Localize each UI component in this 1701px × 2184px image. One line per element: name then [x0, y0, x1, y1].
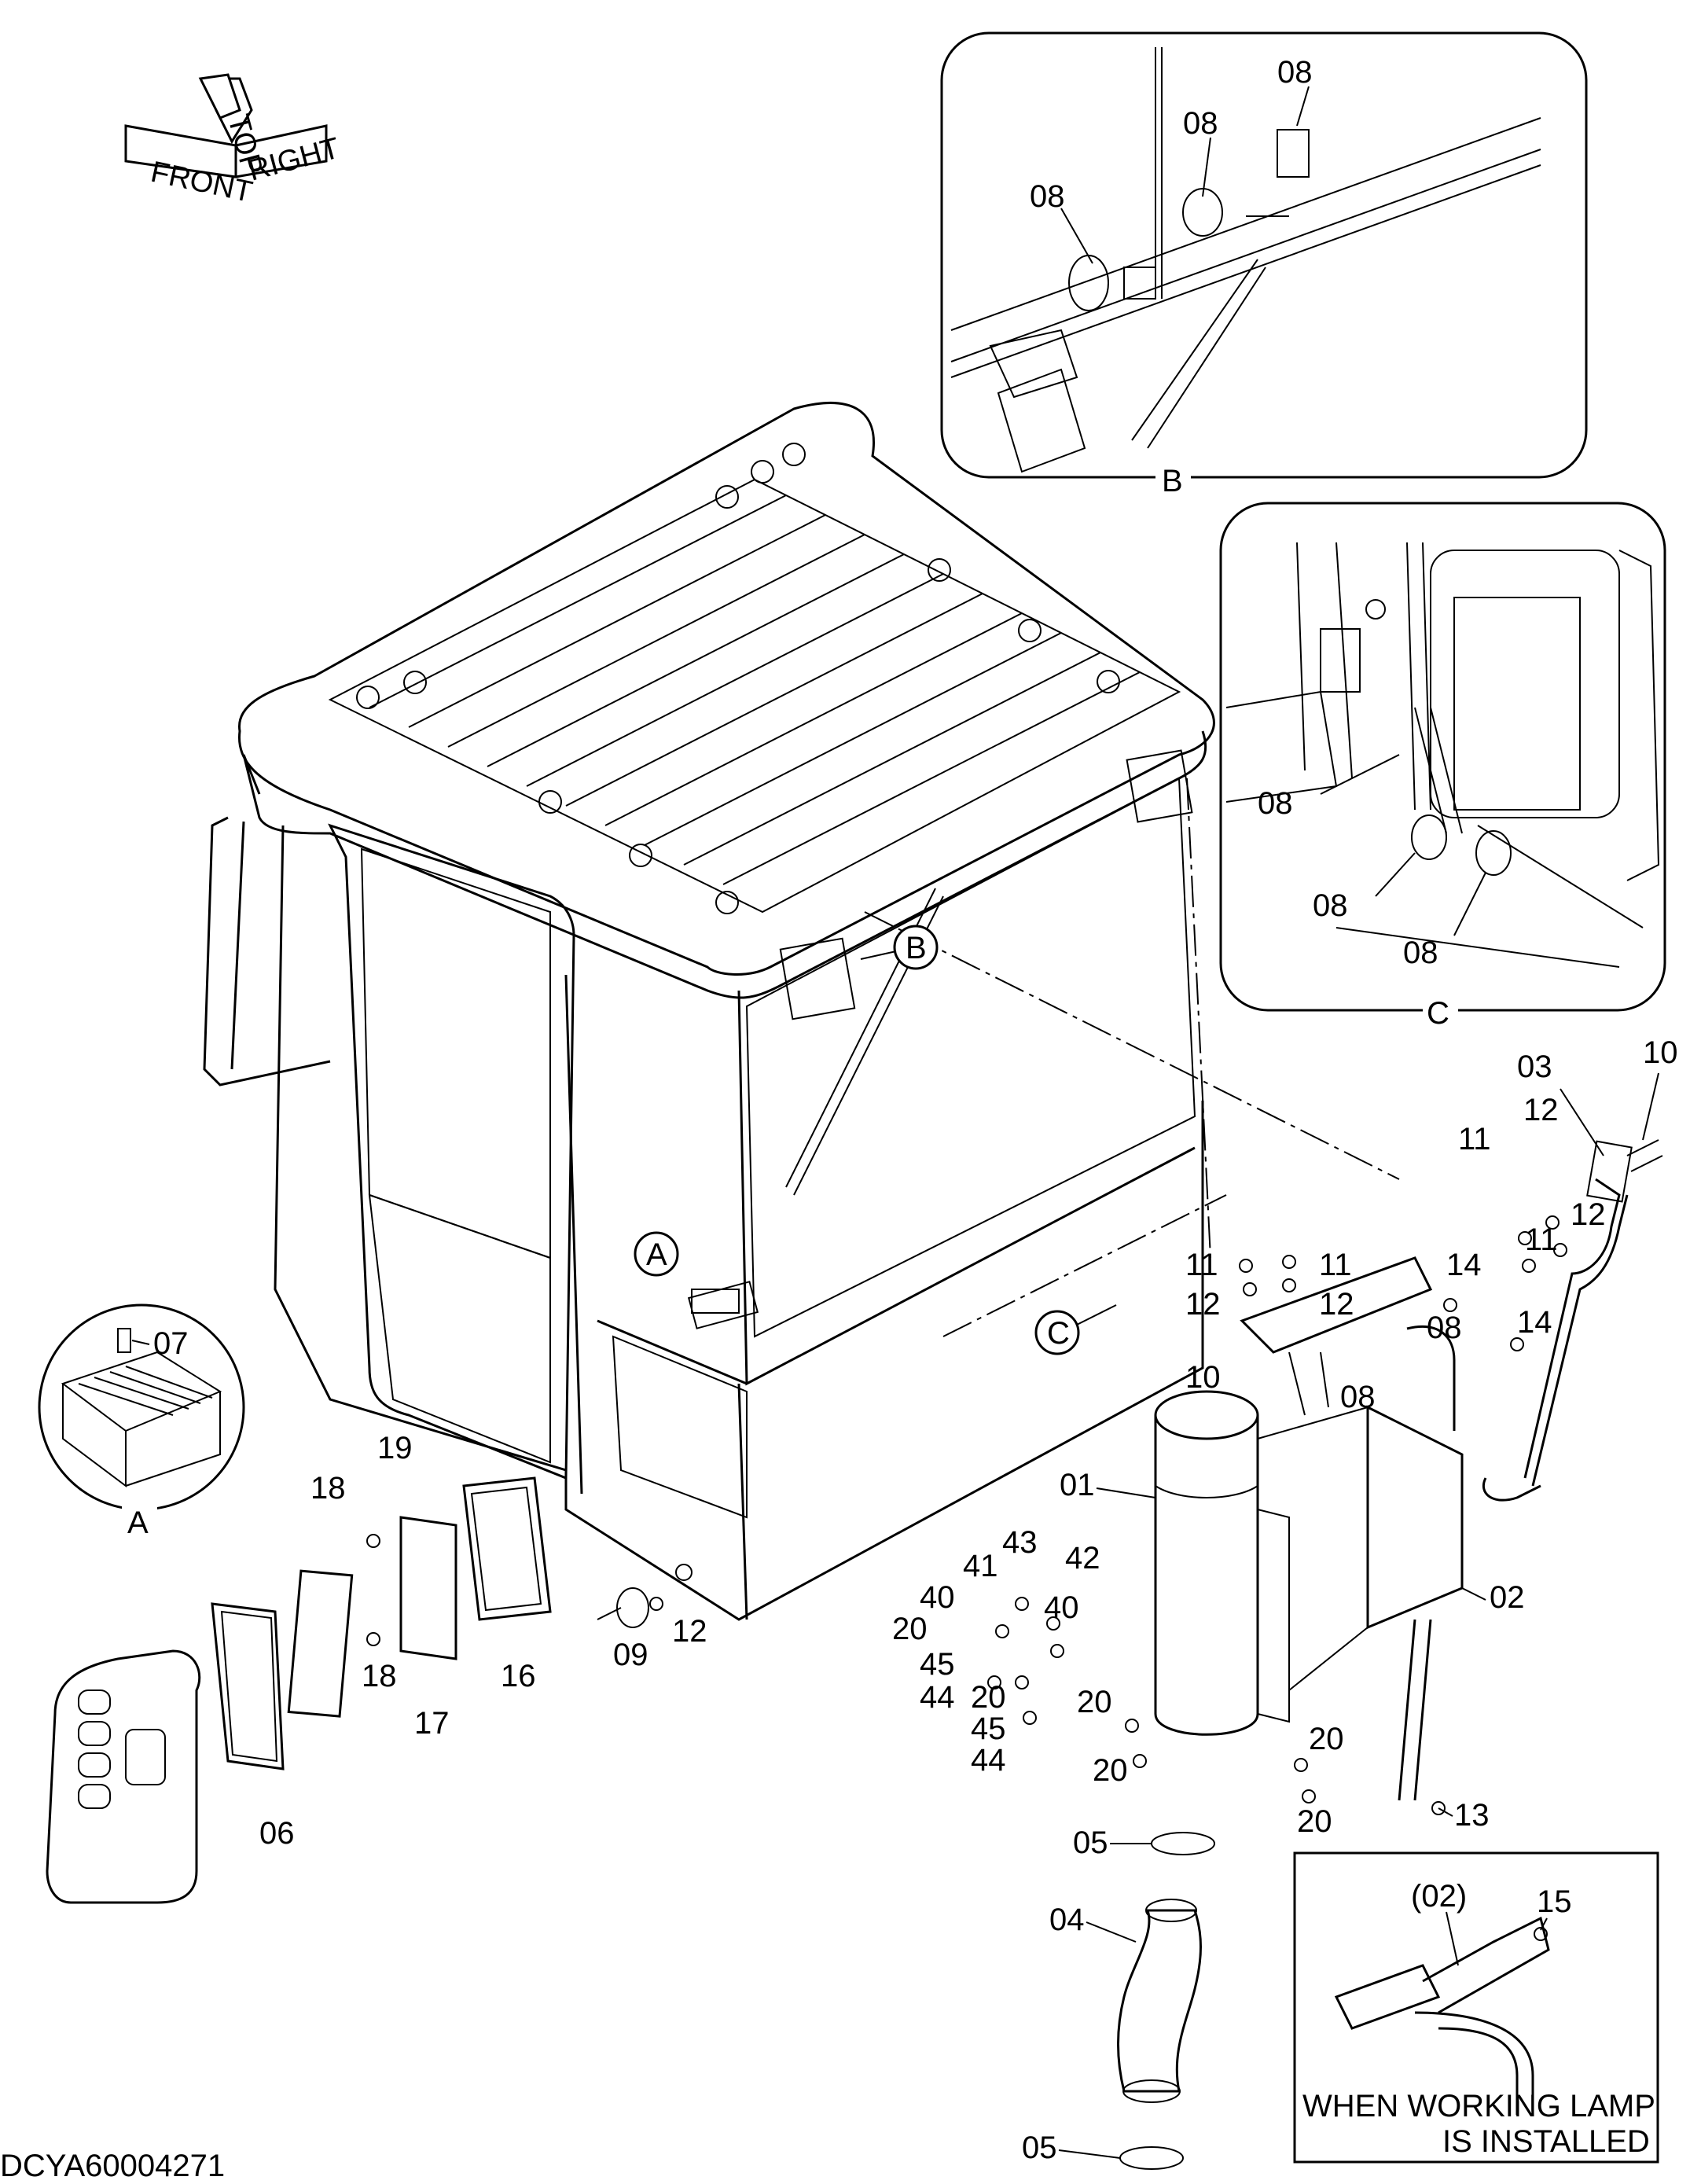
- callout-20: 20: [971, 1680, 1006, 1715]
- callout-16: 16: [501, 1659, 536, 1693]
- callout-09: 09: [613, 1638, 648, 1672]
- callout-12: 12: [1523, 1093, 1559, 1127]
- marker-c: C: [1047, 1316, 1070, 1351]
- note-line-1: WHEN WORKING LAMP: [1302, 2089, 1655, 2123]
- view-b-title: B: [1162, 464, 1183, 498]
- note-line-2: IS INSTALLED: [1442, 2124, 1650, 2159]
- detail-view-c: 08 08 08 C: [1219, 502, 1666, 1031]
- callout-10: 10: [1185, 1360, 1221, 1395]
- callout-05: 05: [1022, 2131, 1057, 2165]
- callout-20: 20: [892, 1612, 928, 1646]
- callout-04: 04: [1049, 1903, 1085, 1937]
- callout-43: 43: [1002, 1525, 1038, 1560]
- callout-02-ref: (02): [1411, 1879, 1467, 1914]
- callout-03: 03: [1517, 1050, 1552, 1084]
- callout-08: 08: [1340, 1380, 1376, 1414]
- callout-45: 45: [971, 1712, 1006, 1746]
- callout-12: 12: [1319, 1287, 1354, 1322]
- callout-40: 40: [1044, 1590, 1079, 1625]
- view-c-title: C: [1427, 996, 1449, 1031]
- callout-11: 11: [1319, 1248, 1352, 1282]
- callout-14: 14: [1517, 1305, 1552, 1340]
- callout-08: 08: [1258, 786, 1293, 821]
- marker-a: A: [646, 1237, 667, 1272]
- callout-19: 19: [377, 1431, 413, 1465]
- left-exploded-parts: 18 18 19 17 16 06 09 12: [46, 1431, 707, 1904]
- callout-15: 15: [1537, 1884, 1572, 1919]
- callout-02: 02: [1490, 1580, 1525, 1615]
- callout-13: 13: [1454, 1798, 1490, 1833]
- callout-08: 08: [1183, 106, 1218, 141]
- callout-08: 08: [1030, 179, 1065, 214]
- callout-08: 08: [1403, 936, 1438, 970]
- callout-44: 44: [920, 1680, 955, 1715]
- callout-20: 20: [1093, 1753, 1128, 1788]
- working-lamp-note-box: (02) 15 WHEN WORKING LAMP IS INSTALLED: [1293, 1851, 1659, 2164]
- callout-20: 20: [1309, 1722, 1344, 1756]
- callout-08: 08: [1313, 888, 1348, 923]
- marker-b: B: [906, 931, 927, 965]
- callout-12: 12: [1571, 1197, 1606, 1232]
- detail-view-a: 07 A: [38, 1303, 245, 1540]
- callout-18: 18: [310, 1471, 346, 1506]
- callout-08: 08: [1427, 1311, 1462, 1345]
- callout-10: 10: [1643, 1035, 1678, 1070]
- callout-12: 12: [1185, 1287, 1221, 1322]
- callout-14: 14: [1446, 1248, 1482, 1282]
- callout-06: 06: [259, 1816, 295, 1851]
- callout-17: 17: [414, 1706, 450, 1741]
- callout-40: 40: [920, 1580, 955, 1615]
- view-a-title: A: [127, 1506, 149, 1540]
- callout-20: 20: [1077, 1685, 1112, 1719]
- detail-view-b: 08 08 08 B: [940, 31, 1588, 498]
- callout-07: 07: [153, 1326, 189, 1361]
- callout-18: 18: [362, 1659, 397, 1693]
- callout-41: 41: [963, 1549, 998, 1583]
- drawing-code: DCYA60004271: [0, 2149, 225, 2183]
- callout-42: 42: [1065, 1541, 1100, 1575]
- callout-08: 08: [1277, 55, 1313, 90]
- callout-11: 11: [1458, 1122, 1491, 1156]
- callout-45: 45: [920, 1647, 955, 1682]
- right-exploded-parts: 01 02 03 10 12 11 12 11 11 11 12 12 14 1…: [892, 1035, 1678, 2170]
- callout-12: 12: [672, 1614, 707, 1649]
- callout-44: 44: [971, 1743, 1006, 1778]
- callout-05: 05: [1073, 1826, 1108, 1860]
- callout-11: 11: [1185, 1248, 1218, 1282]
- callout-11: 11: [1525, 1223, 1558, 1257]
- cab-assembly: [203, 402, 1400, 1621]
- callout-20: 20: [1297, 1804, 1332, 1839]
- callout-01: 01: [1060, 1468, 1095, 1502]
- view-markers: B A C: [634, 925, 1117, 1355]
- orientation-icon: FRONT TOP RIGHT: [124, 73, 344, 209]
